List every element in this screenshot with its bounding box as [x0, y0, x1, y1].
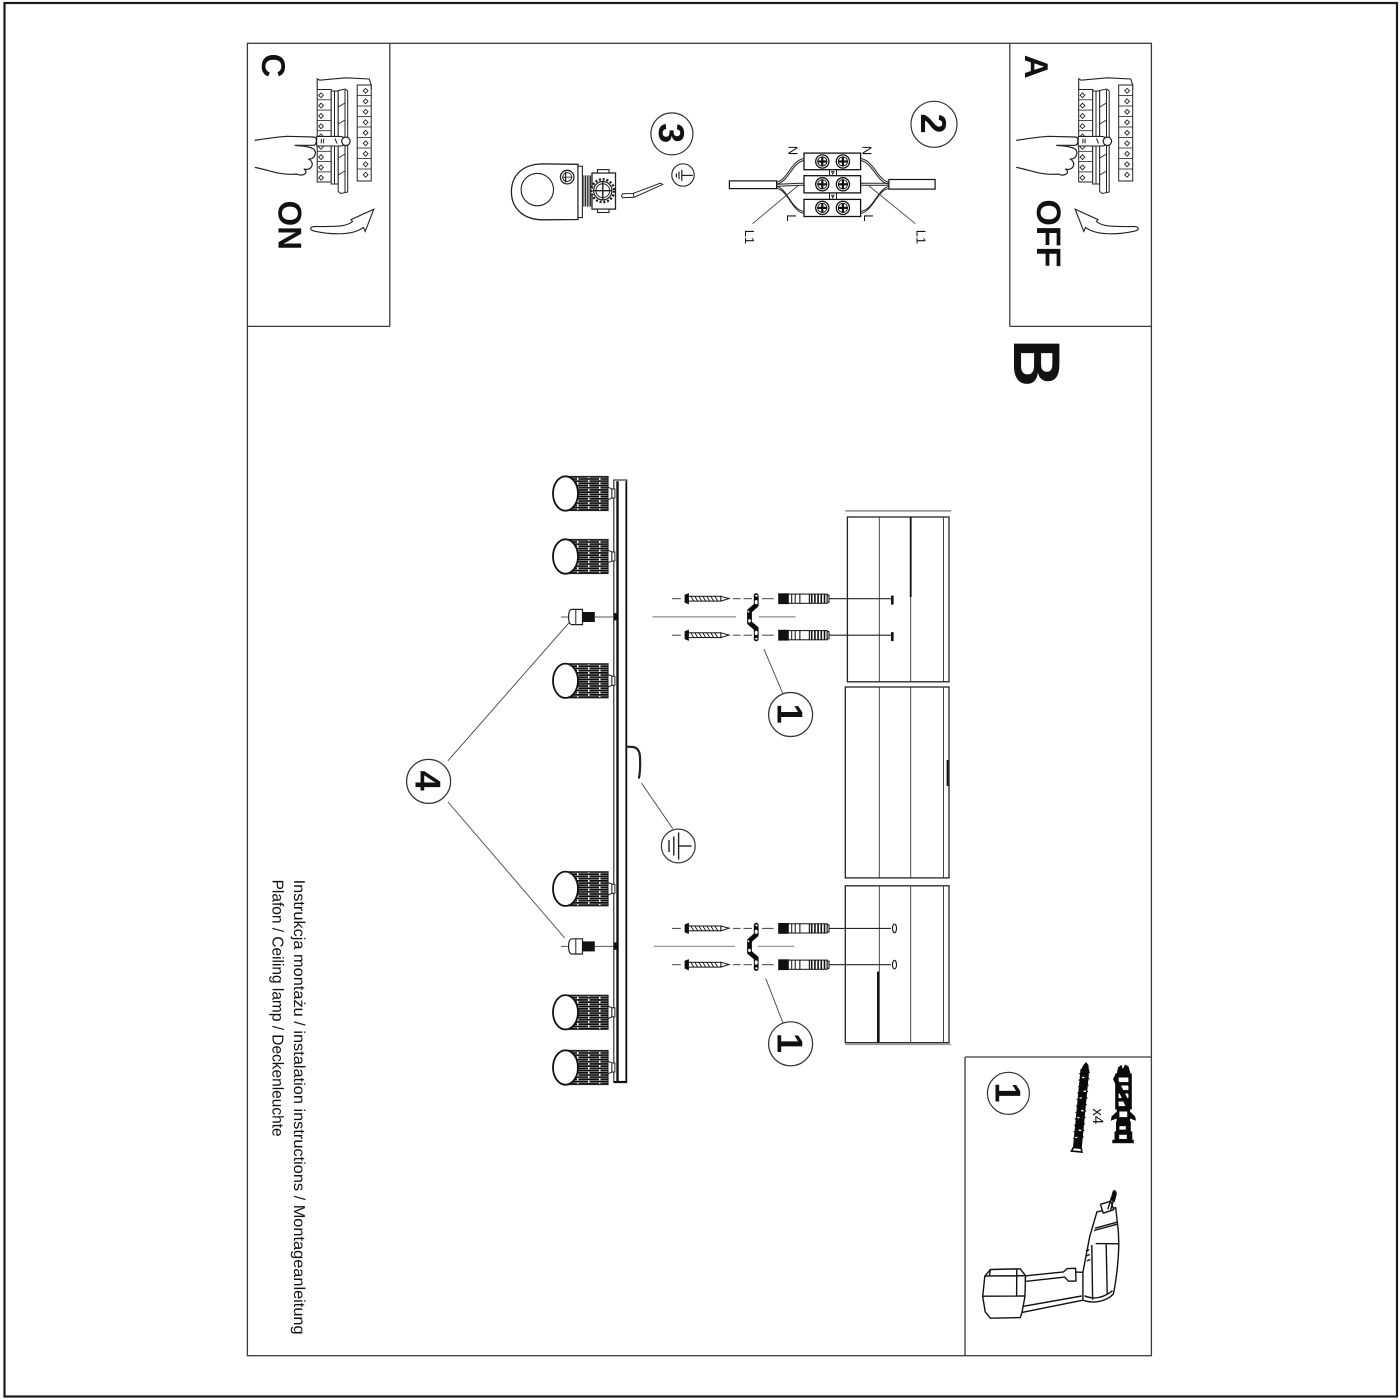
- svg-text:x4: x4: [1089, 1108, 1106, 1124]
- svg-text:ON: ON: [272, 201, 309, 251]
- svg-text:B: B: [1000, 339, 1074, 387]
- svg-text:2: 2: [913, 113, 954, 133]
- svg-text:OFF: OFF: [1029, 199, 1067, 267]
- svg-text:L1: L1: [742, 230, 757, 244]
- svg-text:N: N: [786, 146, 801, 155]
- svg-text:4: 4: [408, 771, 449, 791]
- svg-text:L: L: [861, 214, 876, 221]
- svg-text:L: L: [784, 214, 799, 221]
- svg-text:Plafon / Ceiling lamp / Decken: Plafon / Ceiling lamp / Deckenleuchte: [269, 880, 286, 1137]
- svg-text:1: 1: [770, 1033, 811, 1053]
- svg-text:A: A: [1018, 55, 1055, 79]
- svg-text:L1: L1: [913, 230, 928, 244]
- svg-text:3: 3: [651, 123, 692, 143]
- svg-text:C: C: [255, 54, 292, 78]
- svg-text:1: 1: [770, 704, 811, 724]
- svg-text:Instrukcja montażu / instalati: Instrukcja montażu / instalation instruc…: [290, 880, 307, 1335]
- svg-text:1: 1: [987, 1082, 1028, 1102]
- svg-text:N: N: [859, 146, 874, 155]
